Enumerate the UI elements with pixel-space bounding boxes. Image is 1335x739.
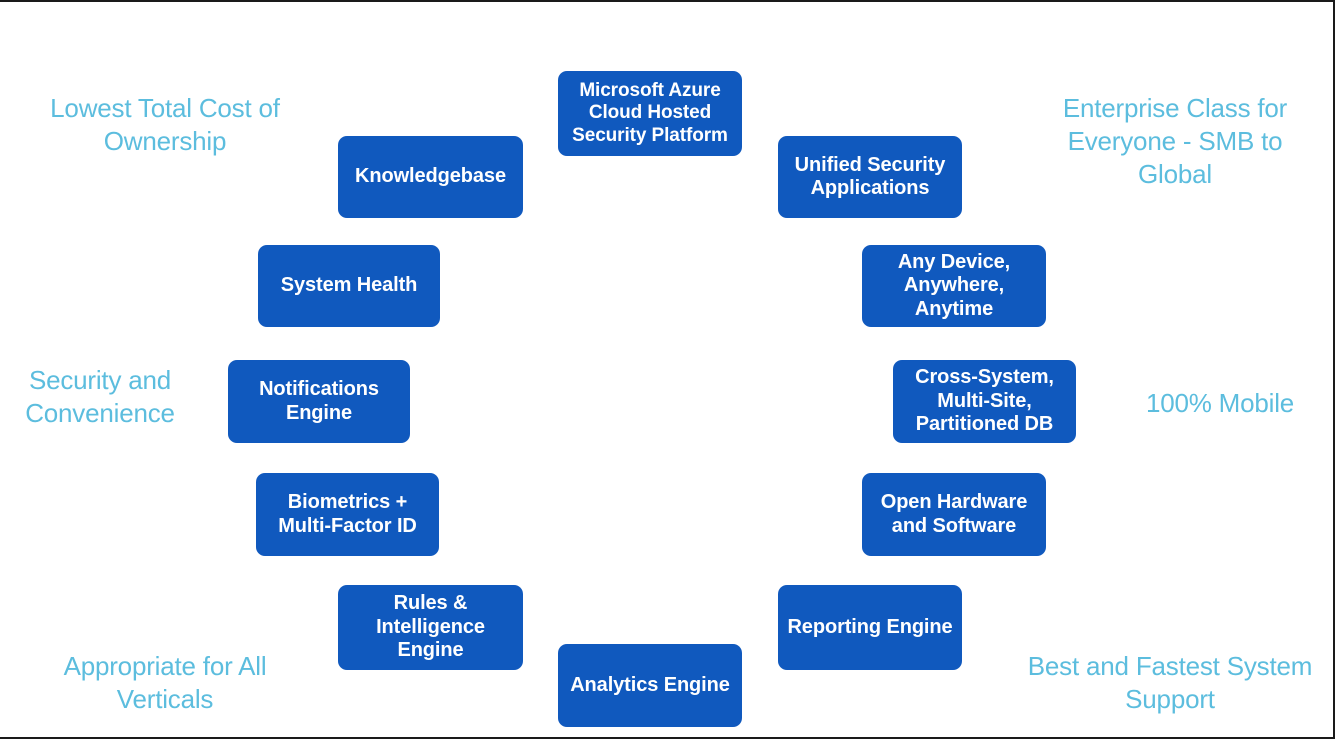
node-label: System Health: [280, 274, 418, 297]
node-label: Open Hardware and Software: [880, 491, 1028, 537]
caption-lowest-tco: Lowest Total Cost of Ownership: [50, 93, 280, 156]
node-label: Unified Security Applications: [794, 153, 946, 199]
node-label: Notifications Engine: [259, 378, 379, 424]
node-knowledgebase[interactable]: Knowledgebase: [338, 136, 523, 218]
node-label: Microsoft Azure Cloud Hosted Security Pl…: [572, 80, 728, 146]
node-label: Biometrics + Multi-Factor ID: [278, 491, 417, 537]
node-reporting-engine[interactable]: Reporting Engine: [778, 585, 962, 670]
node-cross-system-db[interactable]: Cross-System, Multi-Site, Partitioned DB: [893, 360, 1076, 443]
node-label: Reporting Engine: [787, 615, 953, 638]
node-rules-intelligence[interactable]: Rules & Intelligence Engine: [338, 585, 523, 670]
node-label: Any Device, Anywhere, Anytime: [897, 250, 1011, 320]
node-label: Knowledgebase: [355, 165, 506, 188]
node-label: Rules & Intelligence Engine: [376, 592, 485, 662]
node-azure-platform[interactable]: Microsoft Azure Cloud Hosted Security Pl…: [558, 71, 742, 156]
node-any-device[interactable]: Any Device, Anywhere, Anytime: [862, 245, 1046, 327]
node-system-health[interactable]: System Health: [258, 245, 440, 327]
node-label: Cross-System, Multi-Site, Partitioned DB: [915, 366, 1054, 436]
caption-best-fastest-support: Best and Fastest System Support: [1027, 651, 1313, 714]
node-open-hardware[interactable]: Open Hardware and Software: [862, 473, 1046, 556]
node-unified-security[interactable]: Unified Security Applications: [778, 136, 962, 218]
node-notifications-engine[interactable]: Notifications Engine: [228, 360, 410, 443]
caption-mobile-100: 100% Mobile: [1145, 388, 1295, 418]
caption-appropriate-verticals: Appropriate for All Verticals: [63, 651, 267, 714]
node-label: Analytics Engine: [570, 673, 730, 696]
caption-security-convenience: Security and Convenience: [25, 365, 175, 428]
node-biometrics-mfa[interactable]: Biometrics + Multi-Factor ID: [256, 473, 439, 556]
node-analytics-engine[interactable]: Analytics Engine: [558, 644, 742, 727]
caption-enterprise-class: Enterprise Class for Everyone - SMB to G…: [1062, 93, 1288, 189]
